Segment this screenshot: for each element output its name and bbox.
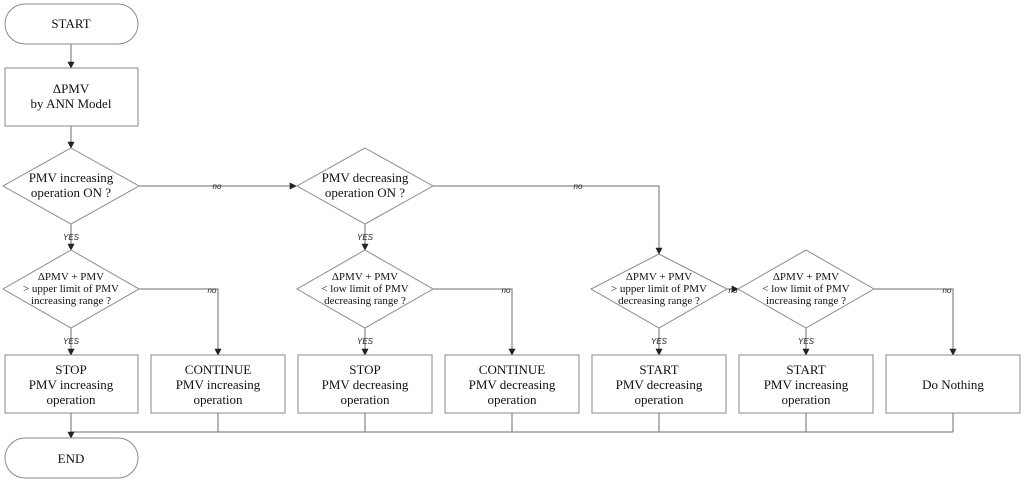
label-no-d3: no xyxy=(208,286,217,295)
d6-line-1: ΔPMV + PMV xyxy=(773,271,839,283)
decision-decreasing-on: PMV decreasing operation ON ? xyxy=(295,147,435,225)
p1-line-2: PMV increasing xyxy=(29,377,114,392)
label-no-d2: no xyxy=(574,182,583,191)
process-continue-decreasing: CONTINUE PMV decreasing operation xyxy=(444,354,580,414)
process-stop-increasing: STOP PMV increasing operation xyxy=(4,354,139,414)
p2-line-1: CONTINUE xyxy=(185,362,251,377)
connectors xyxy=(67,44,957,439)
edge-d3-p2 xyxy=(139,288,222,356)
label-yes-d6: YES xyxy=(798,337,815,346)
ann-model-box: ΔPMV by ANN Model xyxy=(4,67,139,127)
p1-line-3: operation xyxy=(46,392,96,407)
label-yes-d2: YES xyxy=(357,233,374,242)
edge-d2-d5 xyxy=(433,185,663,255)
decision-low-limit-increasing: ΔPMV + PMV < low limit of PMV increasing… xyxy=(736,249,876,329)
decision-upper-limit-decreasing: ΔPMV + PMV > upper limit of PMV decreasi… xyxy=(589,253,729,329)
d3-line-1: ΔPMV + PMV xyxy=(38,271,104,283)
p6-line-1: START xyxy=(786,362,825,377)
d5-line-2: > upper limit of PMV xyxy=(611,283,707,295)
decision-low-limit-decreasing: ΔPMV + PMV < low limit of PMV decreasing… xyxy=(295,249,435,329)
d5-line-1: ΔPMV + PMV xyxy=(626,271,692,283)
d1-line-1: PMV increasing xyxy=(29,170,114,185)
process-start-increasing: START PMV increasing operation xyxy=(738,354,874,414)
ann-line-2: by ANN Model xyxy=(31,96,112,111)
p2-line-2: PMV increasing xyxy=(176,377,261,392)
start-label: START xyxy=(51,16,90,31)
p6-line-2: PMV increasing xyxy=(764,377,849,392)
p4-line-3: operation xyxy=(487,392,537,407)
p6-line-3: operation xyxy=(781,392,831,407)
p2-line-3: operation xyxy=(193,392,243,407)
d3-line-2: > upper limit of PMV xyxy=(23,283,119,295)
decision-increasing-on: PMV increasing operation ON ? xyxy=(1,147,141,225)
p4-line-1: CONTINUE xyxy=(479,362,545,377)
decision-upper-limit-increasing: ΔPMV + PMV > upper limit of PMV increasi… xyxy=(1,249,141,329)
d6-line-2: < low limit of PMV xyxy=(762,283,850,295)
d4-line-1: ΔPMV + PMV xyxy=(332,271,398,283)
label-no-d4: no xyxy=(502,286,511,295)
d2-line-1: PMV decreasing xyxy=(322,170,409,185)
d3-line-3: increasing range ? xyxy=(31,295,111,307)
edge-labels: no no YES YES no no no no YES YES YES YE… xyxy=(63,182,952,346)
label-no-d5: no xyxy=(729,286,738,295)
start-terminal: START xyxy=(4,3,139,45)
p5-line-2: PMV decreasing xyxy=(616,377,703,392)
process-continue-increasing: CONTINUE PMV increasing operation xyxy=(150,354,286,414)
d4-line-2: < low limit of PMV xyxy=(321,283,409,295)
d2-line-2: operation ON ? xyxy=(325,185,405,200)
d5-line-3: decreasing range ? xyxy=(618,295,700,307)
process-start-decreasing: START PMV decreasing operation xyxy=(591,354,727,414)
d6-line-3: increasing range ? xyxy=(766,295,846,307)
p1-line-1: STOP xyxy=(55,362,87,377)
p3-line-1: STOP xyxy=(349,362,381,377)
edge-d6-p7 xyxy=(874,288,957,356)
end-terminal: END xyxy=(4,437,139,479)
p5-line-1: START xyxy=(639,362,678,377)
edge-d4-p4 xyxy=(433,288,516,356)
p3-line-3: operation xyxy=(340,392,390,407)
process-do-nothing: Do Nothing xyxy=(885,354,1021,414)
label-yes-d4: YES xyxy=(357,337,374,346)
label-yes-d3: YES xyxy=(63,337,80,346)
label-yes-d1: YES xyxy=(63,233,80,242)
label-yes-d5: YES xyxy=(651,337,668,346)
p5-line-3: operation xyxy=(634,392,684,407)
d4-line-3: decreasing range ? xyxy=(324,295,406,307)
end-label: END xyxy=(58,451,85,466)
p7-line-1: Do Nothing xyxy=(922,377,984,392)
p3-line-2: PMV decreasing xyxy=(322,377,409,392)
process-stop-decreasing: STOP PMV decreasing operation xyxy=(297,354,433,414)
label-no-d6: no xyxy=(943,286,952,295)
label-no-d1: no xyxy=(213,182,222,191)
p4-line-2: PMV decreasing xyxy=(469,377,556,392)
ann-line-1: ΔPMV xyxy=(53,81,90,96)
d1-line-2: operation ON ? xyxy=(31,185,111,200)
